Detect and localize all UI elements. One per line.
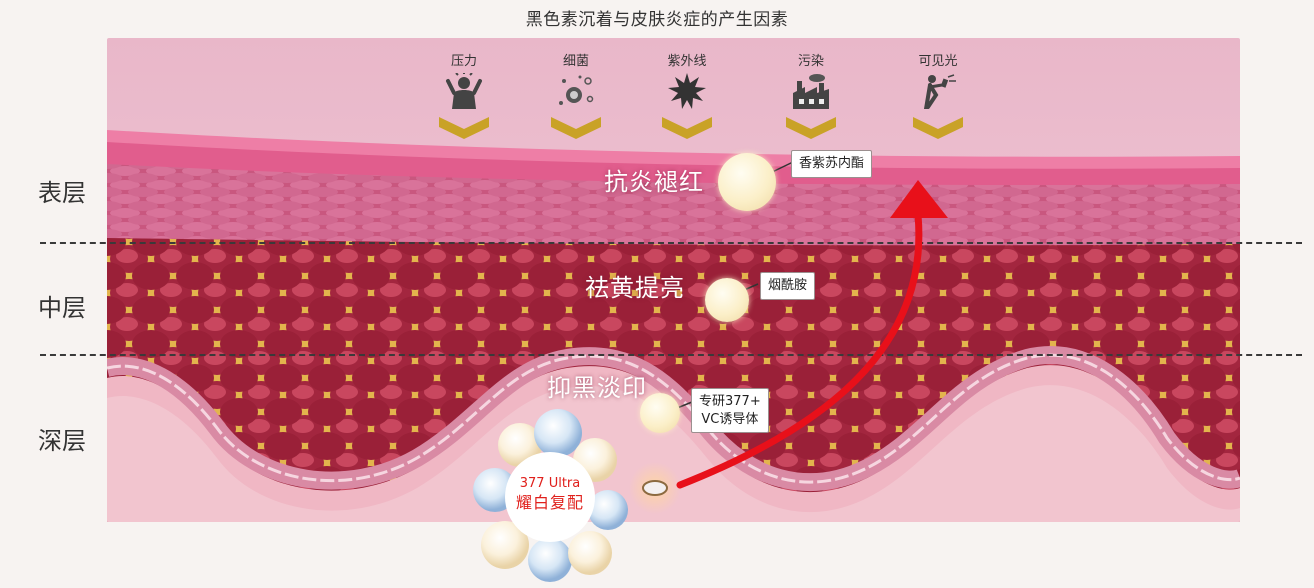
arrow-head-icon <box>890 180 948 218</box>
layer-label-surface: 表层 <box>38 179 86 207</box>
whitening-complex-cluster <box>473 409 628 582</box>
ingredient-tag-niacinamide: 烟酰胺 <box>760 272 816 300</box>
ingredient-ball-niacinamide <box>705 278 749 322</box>
factor-label: 紫外线 <box>667 54 707 69</box>
factor-bacteria: 细菌 <box>536 50 616 141</box>
effect-whiten: 抑黑淡印 <box>547 374 647 402</box>
effect-brighten: 祛黄提亮 <box>585 274 685 302</box>
ingredient-tag-perilla: 香紫苏内酯 <box>791 150 873 178</box>
ingredient-tag-vc: 专研377+ VC诱导体 <box>691 388 769 434</box>
chevron-down-icon <box>786 117 836 139</box>
factor-uv: 紫外线 <box>647 50 727 141</box>
chevron-down-icon <box>662 117 712 139</box>
ingredient-ball-vc <box>640 393 680 433</box>
skin-cross-section <box>107 38 1240 522</box>
layer-label-middle: 中层 <box>38 294 86 322</box>
factor-stress: 压力 <box>424 50 504 141</box>
bacteria-icon <box>559 75 594 105</box>
ingredient-tag-vc-line1: 专研377+ <box>699 394 761 409</box>
complex-label-line1: 377 Ultra <box>519 476 581 491</box>
complex-label: 377 Ultra 耀白复配 <box>500 476 600 514</box>
chevron-down-icon <box>913 117 963 139</box>
stress-person-icon <box>446 73 482 109</box>
layer-divider-upper <box>40 242 1302 244</box>
layer-divider-lower <box>40 354 1302 356</box>
factory-icon <box>793 74 829 109</box>
factor-visible-light: 可见光 <box>898 50 978 141</box>
factor-label: 细菌 <box>562 54 589 69</box>
factor-pollution: 污染 <box>771 50 851 141</box>
factor-label: 污染 <box>797 54 824 69</box>
chevron-down-icon <box>551 117 601 139</box>
chevron-down-icon <box>439 117 489 139</box>
factor-label: 压力 <box>450 54 477 69</box>
effect-anti-inflammation: 抗炎褪红 <box>604 168 704 196</box>
person-phone-icon <box>924 74 956 109</box>
complex-label-line2: 耀白复配 <box>515 492 584 512</box>
layer-label-deep: 深层 <box>38 427 86 455</box>
skin-illustration <box>107 38 1240 522</box>
ingredient-tag-vc-line2: VC诱导体 <box>701 411 759 427</box>
sun-icon <box>668 73 706 109</box>
diagram-title: 黑色素沉着与皮肤炎症的产生因素 <box>525 10 789 30</box>
ingredient-ball-perilla <box>718 153 776 211</box>
factor-label: 可见光 <box>918 54 958 69</box>
